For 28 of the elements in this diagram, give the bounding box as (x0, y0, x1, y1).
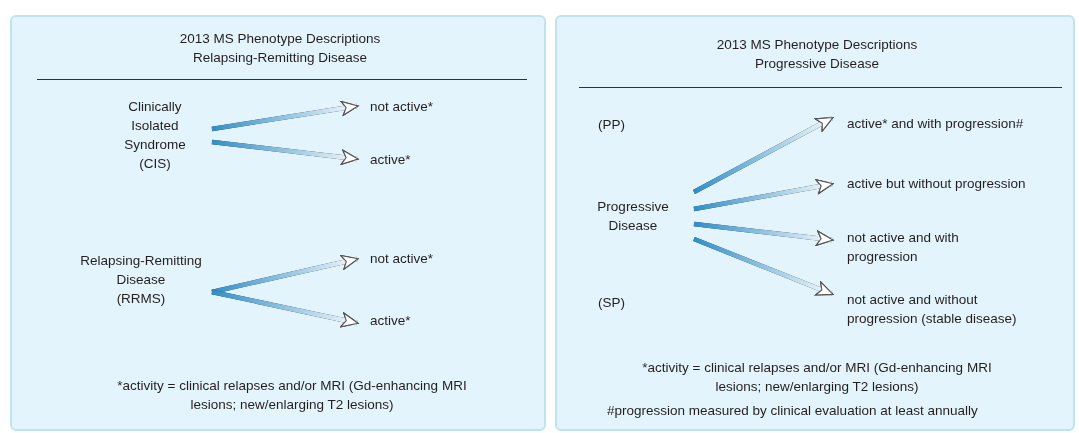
arrow (693, 236, 834, 297)
phenotype-abbreviation: (SP) (598, 294, 626, 312)
phenotype-label: Relapsing-Remitting Disease (RRMS) (74, 251, 212, 309)
phenotype-label: active* and with progression# (832, 114, 1062, 134)
footnote: *activity = clinical relapses and/or MRI (Gd-enhancing MRI lesions; new/enlarging T2 lesions) (641, 359, 993, 396)
arrow (692, 116, 834, 194)
footnote: *activity = clinical relapses and/or MRI (Gd-enhancing MRI lesions; new/enlarging T2 lesions) (116, 377, 468, 414)
phenotype-label: not active and without progression (stable disease) (832, 290, 1047, 330)
panel-heading: 2013 MS Phenotype Descriptions Progressive Disease (715, 36, 919, 73)
phenotype-abbreviation: (PP) (598, 116, 626, 134)
phenotype-label: Clinically Isolated Syndrome (CIS) (106, 97, 212, 177)
phenotype-label: not active and with progression (832, 228, 1032, 268)
arrow (211, 289, 359, 328)
arrow (211, 139, 359, 165)
arrow (693, 221, 834, 246)
panel-background (555, 15, 1075, 431)
arrow (693, 179, 834, 212)
phenotype-label: Progressive Disease (572, 197, 694, 237)
arrow (211, 100, 359, 132)
phenotype-label: active but without progression (832, 174, 1062, 194)
phenotype-label: not active* (357, 97, 467, 117)
phenotype-label: not active* (357, 249, 467, 269)
phenotype-label: active* (357, 150, 467, 170)
panel-background (10, 15, 546, 431)
footnote: #progression measured by clinical evaluation at least annually (607, 402, 979, 420)
panel-heading: 2013 MS Phenotype Descriptions Relapsing-Remitting Disease (178, 30, 382, 67)
phenotype-label: active* (357, 311, 467, 331)
arrow (211, 254, 359, 295)
